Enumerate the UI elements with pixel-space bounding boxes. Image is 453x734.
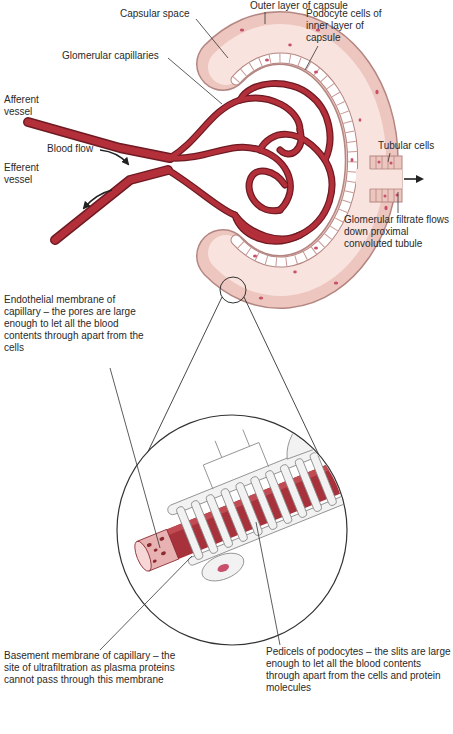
podocyte-arm [196, 426, 268, 489]
efferent-vessel [55, 170, 168, 240]
leader-line [110, 368, 160, 548]
blood-flow-arrow [84, 190, 112, 208]
tubular-nuclei [378, 161, 399, 198]
nucleus [240, 28, 244, 31]
podocyte [150, 387, 398, 590]
part-label: Tubular cells [378, 140, 453, 152]
nucleus [216, 563, 230, 574]
filtrate-arrow [404, 178, 422, 180]
capillary-loop [249, 171, 285, 211]
leader-line [196, 19, 228, 58]
leader-line [388, 153, 390, 162]
part-label: Blood flow [47, 143, 107, 155]
pore [159, 536, 165, 541]
nucleus [334, 281, 338, 284]
capillary-highlight [165, 451, 362, 535]
capillary-outline [28, 84, 332, 242]
efferent-vessel [55, 170, 168, 240]
tubular-cell-borders [370, 156, 402, 202]
leader-lines [168, 12, 398, 213]
leader-line [168, 58, 222, 104]
capillary-loop [170, 147, 290, 210]
pore [153, 548, 158, 552]
capillary-loop [280, 130, 301, 154]
nucleus [314, 247, 318, 250]
part-label: Capsular space [120, 8, 210, 20]
nucleus [378, 161, 381, 164]
cell-nuclei [240, 28, 388, 299]
nucleus [293, 271, 297, 274]
part-label: Podocyte cells of inner layer of capsule [306, 8, 398, 44]
magnify-spot [220, 277, 246, 303]
nucleus [375, 90, 378, 94]
leader-line [256, 522, 280, 645]
pore [160, 551, 166, 556]
nucleus [384, 195, 387, 198]
pedicel [324, 446, 352, 501]
capillary-detail [107, 387, 397, 607]
leader-line [305, 46, 318, 70]
part-label: Basement membrane of capillary – the sit… [4, 650, 184, 686]
zoom-detail [107, 387, 397, 607]
leader-lines [100, 368, 280, 650]
nucleus [253, 255, 257, 258]
part-label: Efferent vessel [4, 162, 59, 186]
afferent-vessel [28, 122, 170, 158]
nucleus [384, 206, 387, 210]
proximal-tubule [356, 156, 422, 202]
glomerular-capillaries [28, 84, 332, 242]
capillary-end [131, 539, 154, 573]
part-label: Pedicels of podocytes – the slits are la… [266, 646, 451, 694]
nucleus [351, 158, 354, 162]
part-label: Endothelial membrane of capillary – the … [4, 294, 154, 354]
part-label: Glomerular capillaries [62, 50, 182, 62]
pedicel [309, 452, 337, 507]
leader-line [398, 192, 399, 213]
bowman-capsule [223, 28, 388, 299]
leader-line [265, 12, 266, 24]
capillary-loop [249, 171, 285, 211]
part-label: Afferent vessel [4, 94, 59, 118]
nucleus [317, 418, 333, 431]
nucleus [265, 59, 269, 62]
part-label: Glomerular filtrate flows down proximal … [344, 214, 453, 250]
nucleus [390, 162, 393, 165]
tubule-lumen [356, 169, 402, 189]
nucleus [259, 296, 263, 299]
endothelial-pores [145, 536, 171, 563]
capillary-loop [168, 170, 300, 239]
leader-line [100, 556, 192, 650]
capillary-loop [168, 170, 300, 239]
pore [146, 542, 152, 547]
nucleus [314, 71, 318, 74]
nucleus [288, 44, 292, 47]
afferent-vessel [28, 122, 170, 158]
pore [152, 559, 157, 563]
blood-flow-arrow [100, 150, 128, 164]
podocyte-body [198, 548, 248, 587]
capillary-loop [170, 147, 290, 210]
nucleus [359, 118, 362, 122]
podocyte-body [274, 396, 365, 461]
capillary-fill [28, 84, 332, 242]
